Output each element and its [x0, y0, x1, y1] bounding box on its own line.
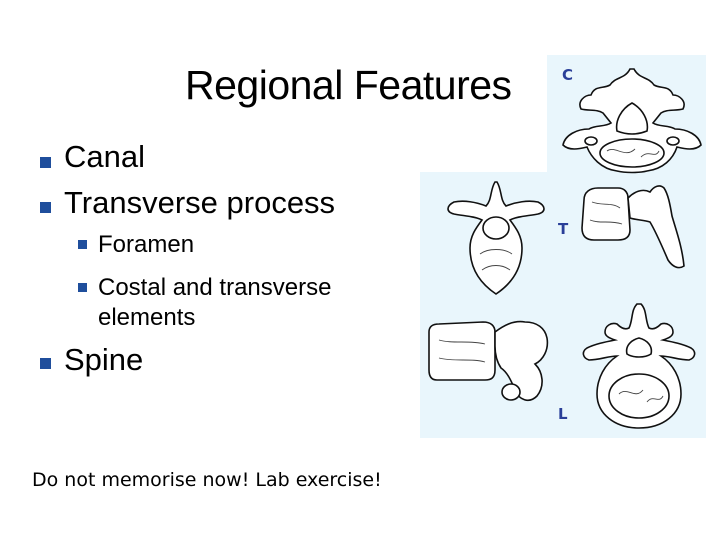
bullet-marker-transverse — [40, 202, 51, 213]
slide-title: Regional Features — [185, 62, 512, 108]
lumbar-vertebra-lateral-illustration — [428, 320, 549, 402]
lab-note: Do not memorise now! Lab exercise! — [32, 469, 382, 491]
bullet-spine: Spine — [64, 342, 144, 377]
label-lumbar: L — [558, 405, 568, 423]
subbullet-foramen: Foramen — [98, 231, 195, 258]
bullet-marker-canal — [40, 157, 51, 168]
thoracic-vertebra-lateral-illustration — [581, 185, 685, 269]
cervical-vertebra-illustration — [562, 68, 702, 174]
subbullet-marker-foramen — [78, 240, 87, 249]
thoracic-vertebra-superior-illustration — [447, 181, 545, 295]
label-thoracic: T — [558, 220, 569, 238]
subbullet-costal-transverse: Costal and transverse elements — [98, 274, 332, 331]
subbullet-marker-costal — [78, 283, 87, 292]
bullet-canal: Canal — [64, 139, 145, 174]
label-cervical: C — [562, 66, 574, 84]
lumbar-vertebra-superior-illustration — [582, 303, 696, 429]
bullet-transverse-process: Transverse process — [64, 185, 336, 220]
bullet-marker-spine — [40, 358, 51, 369]
